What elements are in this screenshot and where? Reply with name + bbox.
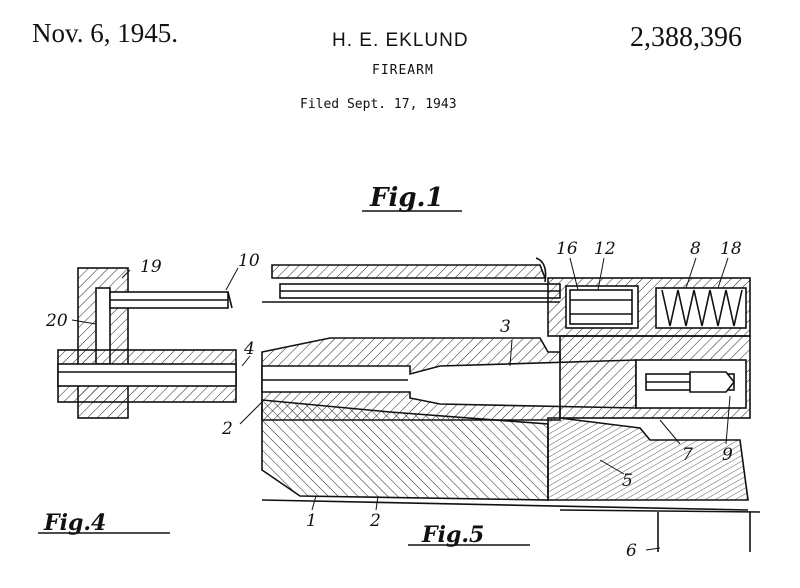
ref-18: 18 — [720, 239, 742, 259]
ref-16: 16 — [556, 239, 578, 259]
patent-number: 2,388,396 — [630, 22, 742, 53]
filing-date: Filed Sept. 17, 1943 — [300, 97, 457, 112]
ref-9: 9 — [722, 445, 733, 465]
inventor-name: H. E. EKLUND — [332, 30, 469, 51]
figure-1-drawing — [261, 257, 761, 552]
ref-2-upper: 2 — [221, 419, 233, 439]
patent-subject: FIREARM — [372, 63, 434, 78]
ref-7: 7 — [682, 445, 693, 465]
ref-19: 19 — [140, 257, 162, 277]
patent-date: Nov. 6, 1945. — [32, 18, 178, 48]
figure-4-label: Fig.4 — [44, 510, 107, 536]
ref-10: 10 — [238, 251, 260, 271]
figure-5-label: Fig.5 — [422, 522, 485, 548]
ref-3: 3 — [500, 317, 511, 337]
ref-1: 1 — [306, 511, 317, 531]
figure-4-drawing — [57, 267, 237, 419]
ref-20: 20 — [45, 311, 68, 331]
ref-8: 8 — [690, 239, 701, 259]
ref-5: 5 — [622, 471, 633, 491]
ref-12: 12 — [594, 239, 616, 259]
ref-4: 4 — [243, 339, 255, 359]
leader-lines — [71, 257, 731, 551]
figure-1-label: Fig.1 — [370, 183, 444, 213]
ref-2-lower: 2 — [369, 511, 381, 531]
ref-6: 6 — [626, 541, 637, 561]
